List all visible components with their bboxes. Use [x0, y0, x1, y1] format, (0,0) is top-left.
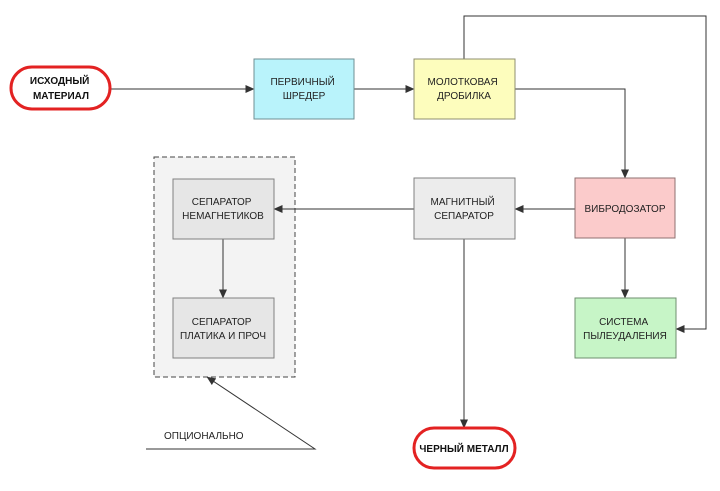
- node-magnetic-line-1: МАГНИТНЫЙ: [431, 195, 495, 208]
- node-source: ИСХОДНЫЙ МАТЕРИАЛ: [9, 65, 112, 111]
- node-dust-label: СИСТЕМА ПЫЛЕУДАЛЕНИЯ: [583, 317, 667, 342]
- node-plastic-line-1: СЕПАРАТОР: [192, 317, 252, 328]
- node-plastic-shape: [172, 297, 275, 359]
- annotation-callout-line: [146, 376, 317, 450]
- node-source-line-2: МАТЕРИАЛ: [33, 91, 89, 102]
- connector-hammer-to-dust-loop: [463, 15, 707, 333]
- node-ferrous-label: ЧЕРНЫЙ МЕТАЛЛ: [419, 442, 508, 455]
- node-nonmag-label: СЕПАРАТОР НЕМАГНЕТИКОВ: [182, 197, 264, 222]
- node-nonmag-line-1: СЕПАРАТОР: [192, 197, 252, 208]
- node-feeder-label: ВИБРОДОЗАТОР: [584, 204, 665, 215]
- node-shredder-line-2: ШРЕДЕР: [283, 91, 326, 102]
- node-magnetic-line-2: СЕПАРАТОР: [434, 211, 494, 222]
- node-magnetic-label: МАГНИТНЫЙ СЕПАРАТОР: [431, 195, 498, 222]
- node-plastic-line-2: ПЛАТИКА И ПРОЧ: [180, 331, 266, 342]
- node-feeder-line-1: ВИБРОДОЗАТОР: [584, 204, 665, 215]
- node-hammer-shape: [413, 58, 516, 120]
- node-feeder: ВИБРОДОЗАТОР: [574, 177, 676, 239]
- node-nonmag: СЕПАРАТОР НЕМАГНЕТИКОВ: [172, 178, 275, 240]
- node-hammer-line-2: ДРОБИЛКА: [437, 91, 491, 102]
- node-dust-line-1: СИСТЕМА: [599, 317, 648, 328]
- node-dust-shape: [574, 297, 677, 359]
- node-source-label: ИСХОДНЫЙ МАТЕРИАЛ: [30, 74, 92, 102]
- node-plastic: СЕПАРАТОР ПЛАТИКА И ПРОЧ: [172, 297, 275, 359]
- node-shredder-label: ПЕРВИЧНЫЙ ШРЕДЕР: [270, 75, 337, 102]
- node-magnetic-shape: [413, 177, 516, 240]
- node-ferrous-line-1: ЧЕРНЫЙ МЕТАЛЛ: [419, 442, 508, 455]
- node-magnetic: МАГНИТНЫЙ СЕПАРАТОР: [413, 177, 516, 240]
- node-shredder-line-1: ПЕРВИЧНЫЙ: [270, 75, 334, 88]
- node-nonmag-line-2: НЕМАГНЕТИКОВ: [182, 211, 264, 222]
- node-ferrous: ЧЕРНЫЙ МЕТАЛЛ: [412, 426, 517, 470]
- node-ferrous-shape: [412, 426, 517, 470]
- annotation-label: ОПЦИОНАЛЬНО: [164, 431, 244, 442]
- node-hammer-line-1: МОЛОТКОВАЯ: [428, 77, 498, 88]
- node-plastic-label: СЕПАРАТОР ПЛАТИКА И ПРОЧ: [180, 317, 266, 342]
- node-shredder-shape: [253, 58, 355, 120]
- node-hammer-label: МОЛОТКОВАЯ ДРОБИЛКА: [428, 77, 501, 102]
- node-hammer: МОЛОТКОВАЯ ДРОБИЛКА: [413, 58, 516, 120]
- node-shredder: ПЕРВИЧНЫЙ ШРЕДЕР: [253, 58, 355, 120]
- node-nonmag-shape: [172, 178, 275, 240]
- node-feeder-shape: [574, 177, 676, 239]
- connector-hammer-to-feeder: [515, 88, 629, 179]
- node-source-shape: [9, 65, 112, 111]
- node-dust: СИСТЕМА ПЫЛЕУДАЛЕНИЯ: [574, 297, 677, 359]
- node-source-line-1: ИСХОДНЫЙ: [30, 74, 89, 87]
- node-dust-line-2: ПЫЛЕУДАЛЕНИЯ: [583, 331, 667, 342]
